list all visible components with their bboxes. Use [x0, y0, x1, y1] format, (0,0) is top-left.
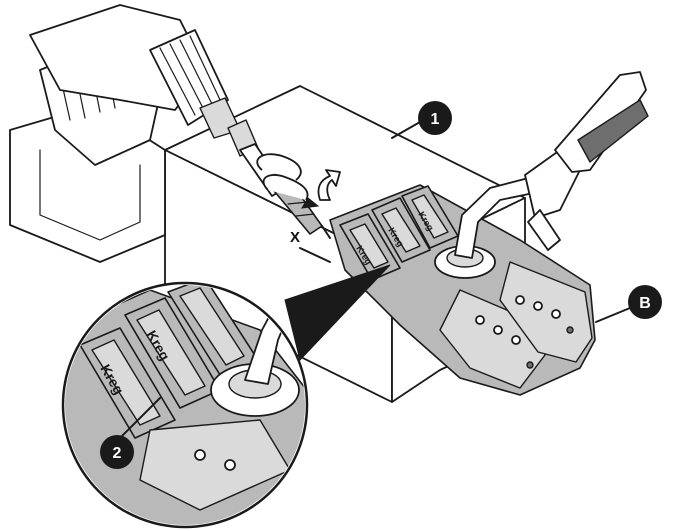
- callout-2: 2: [100, 435, 134, 469]
- x-label: X: [290, 229, 300, 246]
- toggle-clamp: Kreg: [434, 71, 649, 279]
- rotation-arrow-icon: [256, 153, 341, 209]
- drill-guide-left: Kreg: [339, 213, 401, 281]
- edge-reference-mark: X: [290, 229, 331, 263]
- chuck-ridges: [159, 35, 222, 116]
- rail-holes: [475, 295, 574, 369]
- detail-magnifier: Kreg Kreg: [61, 264, 391, 529]
- callout-1: 1: [391, 101, 452, 139]
- pocket-hole-jig: Kreg Kreg Kreg: [329, 184, 596, 396]
- cordless-drill: [9, 4, 241, 263]
- callout-b-label: B: [639, 295, 651, 312]
- callout-b: B: [595, 285, 662, 323]
- drill-guide-right: Kreg: [401, 185, 459, 249]
- callout-1-label: 1: [431, 111, 440, 128]
- callout-2-label: 2: [113, 445, 122, 462]
- drill-guide-middle: Kreg: [371, 197, 431, 263]
